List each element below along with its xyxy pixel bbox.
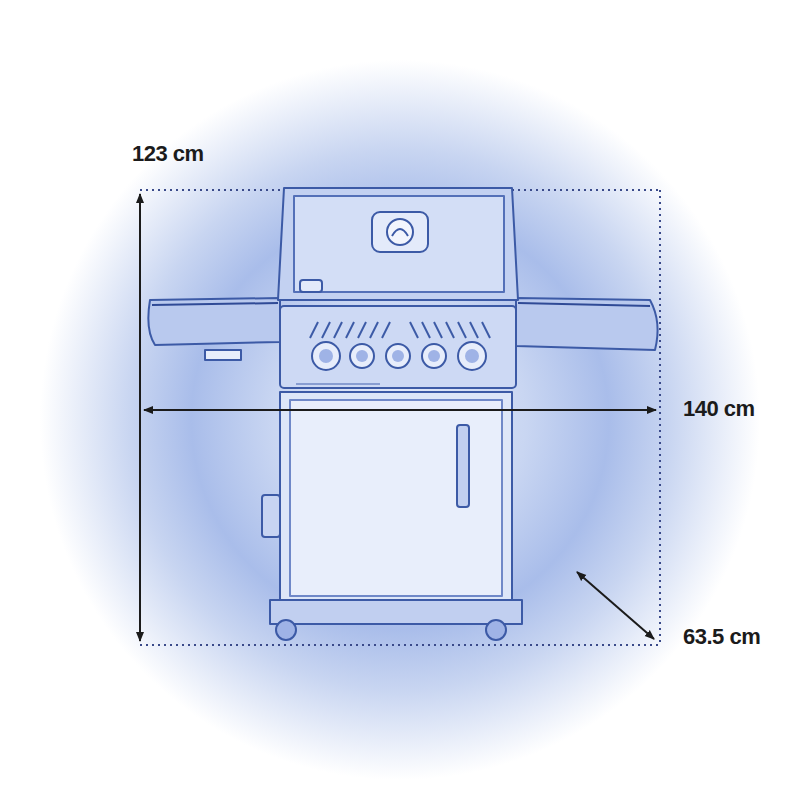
dimension-arrows — [140, 194, 656, 641]
dimension-label: 63.5 cm — [683, 624, 760, 650]
grill-drawing — [148, 188, 657, 640]
dotted-frame — [140, 190, 660, 645]
dimension-label: 123 cm — [132, 141, 204, 167]
dimension-label: 140 cm — [683, 396, 755, 422]
